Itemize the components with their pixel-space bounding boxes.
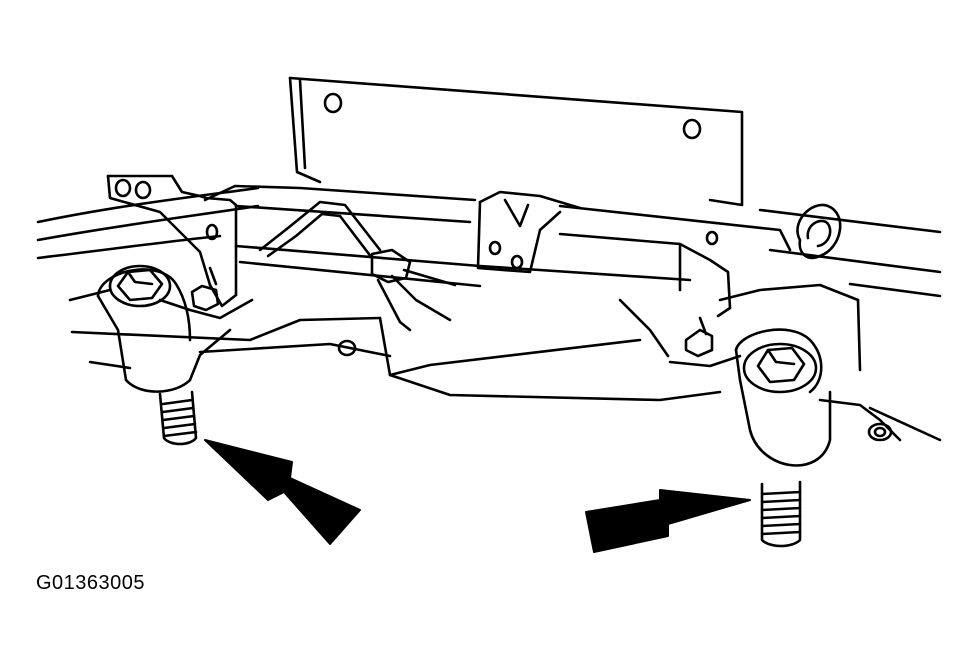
figure-id-label: G01363005 — [36, 572, 146, 594]
left-mount-stud — [158, 390, 198, 446]
tow-hook — [796, 203, 842, 260]
left-arrow — [204, 439, 361, 545]
cable-line — [258, 200, 457, 332]
center-clip — [476, 190, 582, 274]
right-mount-stud — [760, 480, 802, 548]
left-engine-mount — [96, 264, 232, 393]
right-engine-mount — [734, 328, 832, 467]
right-bracket — [668, 230, 742, 368]
left-bracket-nut — [158, 284, 254, 320]
right-arrow — [585, 489, 751, 553]
mounting-plate — [288, 76, 744, 207]
crossmember — [68, 184, 902, 442]
frame-rail — [36, 186, 942, 442]
left-bracket — [106, 174, 238, 308]
